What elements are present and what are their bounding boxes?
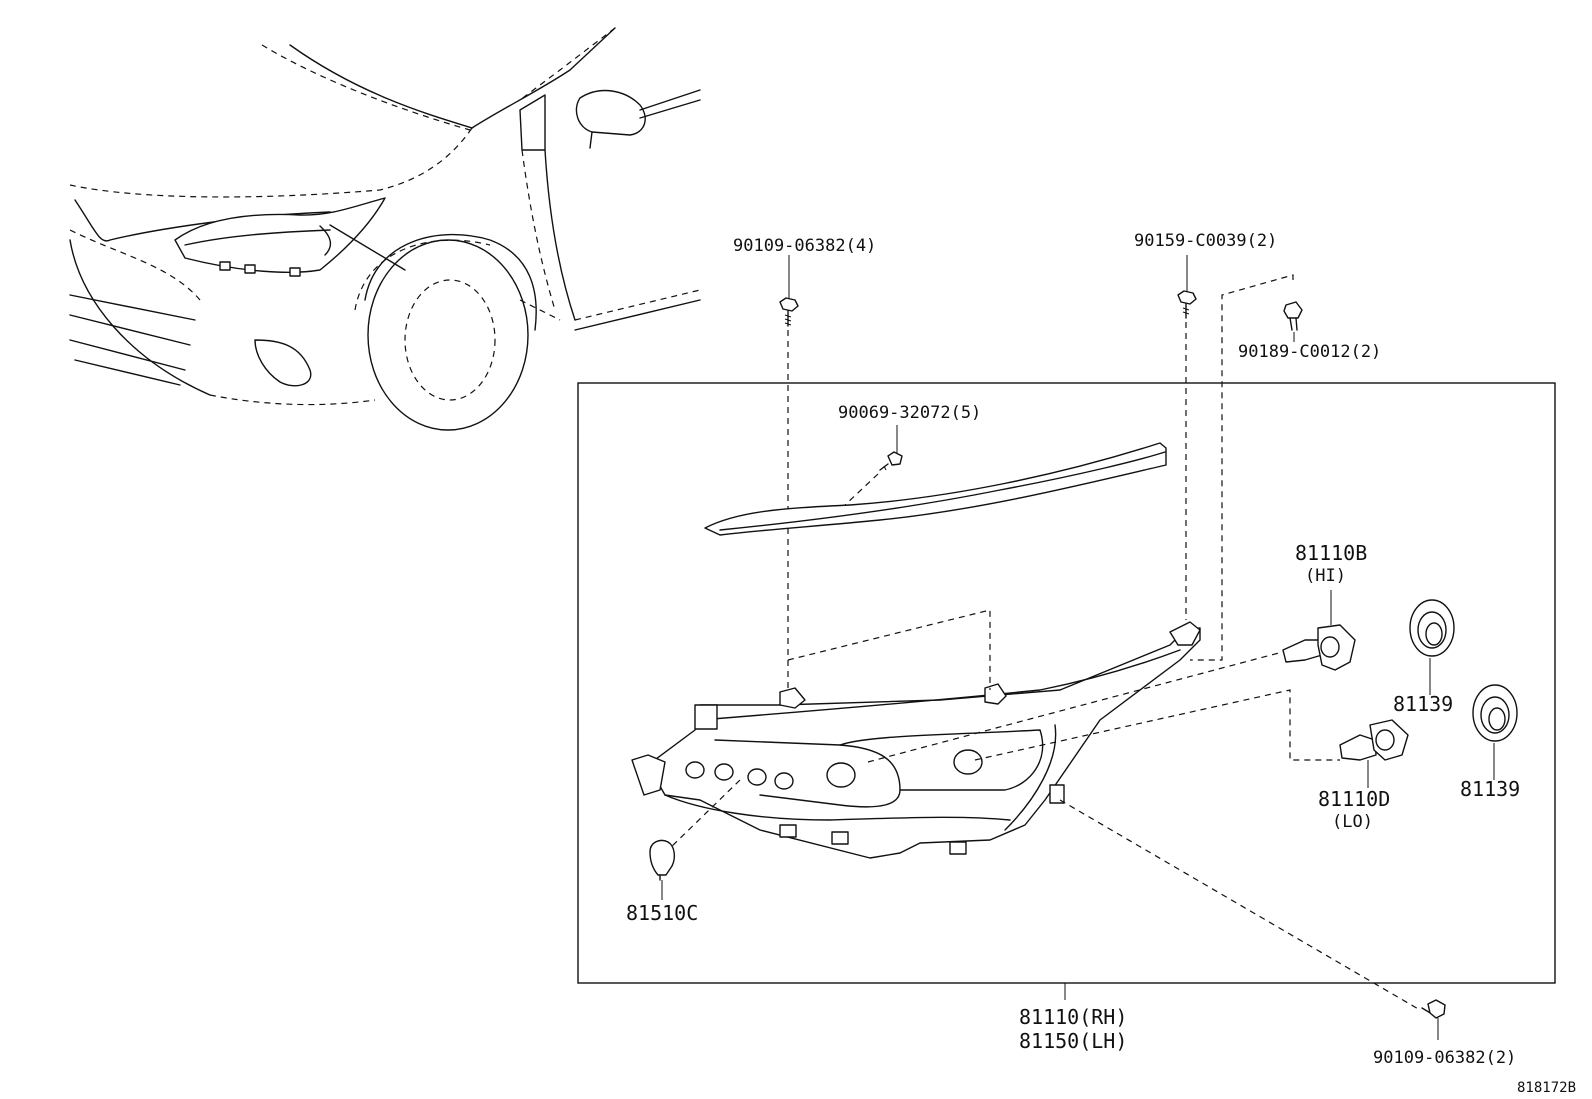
callout-bolt-bottom: 90109-06382(2) bbox=[1373, 1048, 1516, 1068]
hi-beam-bulb-icon bbox=[1282, 590, 1356, 671]
garnish-screw-icon bbox=[844, 425, 903, 506]
bulb-socket-cap-icon bbox=[1409, 599, 1455, 695]
callout-assembly-rh: 81110(RH) bbox=[1019, 1005, 1127, 1029]
callout-cap-lower: 81139 bbox=[1460, 777, 1520, 801]
tapping-screw-icon bbox=[1177, 255, 1197, 620]
callout-bulb-hi-part: 81110B bbox=[1295, 541, 1367, 565]
diagram-id: 818172B bbox=[1517, 1080, 1576, 1096]
retaining-clip-icon bbox=[1190, 274, 1303, 661]
assembly-boundary-frame bbox=[577, 382, 1556, 984]
callout-bulb-lo-tag: (LO) bbox=[1332, 812, 1373, 832]
lo-beam-bulb-icon bbox=[1339, 719, 1409, 788]
vehicle-overview-illustration bbox=[69, 27, 701, 431]
side-marker-bulb-icon bbox=[649, 839, 676, 900]
bulb-socket-cap-icon bbox=[1472, 684, 1518, 780]
callout-cap-upper: 81139 bbox=[1393, 692, 1453, 716]
callout-bolt-top-right: 90159-C0039(2) bbox=[1134, 231, 1277, 251]
callout-clip: 90189-C0012(2) bbox=[1238, 342, 1381, 362]
headlamp-unit bbox=[631, 609, 1421, 1011]
callout-garnish-screw: 90069-32072(5) bbox=[838, 403, 981, 423]
callout-bulb-lo-part: 81110D bbox=[1318, 787, 1390, 811]
callout-bolt-top-left: 90109-06382(4) bbox=[733, 236, 876, 256]
headlamp-garnish-strip bbox=[704, 442, 1167, 536]
callout-bulb-hi-tag: (HI) bbox=[1305, 566, 1346, 586]
callout-assembly-lh: 81150(LH) bbox=[1019, 1029, 1127, 1053]
callout-side-bulb: 81510C bbox=[626, 901, 698, 925]
flange-bolt-icon bbox=[779, 255, 799, 690]
flange-bolt-icon bbox=[1421, 999, 1446, 1040]
